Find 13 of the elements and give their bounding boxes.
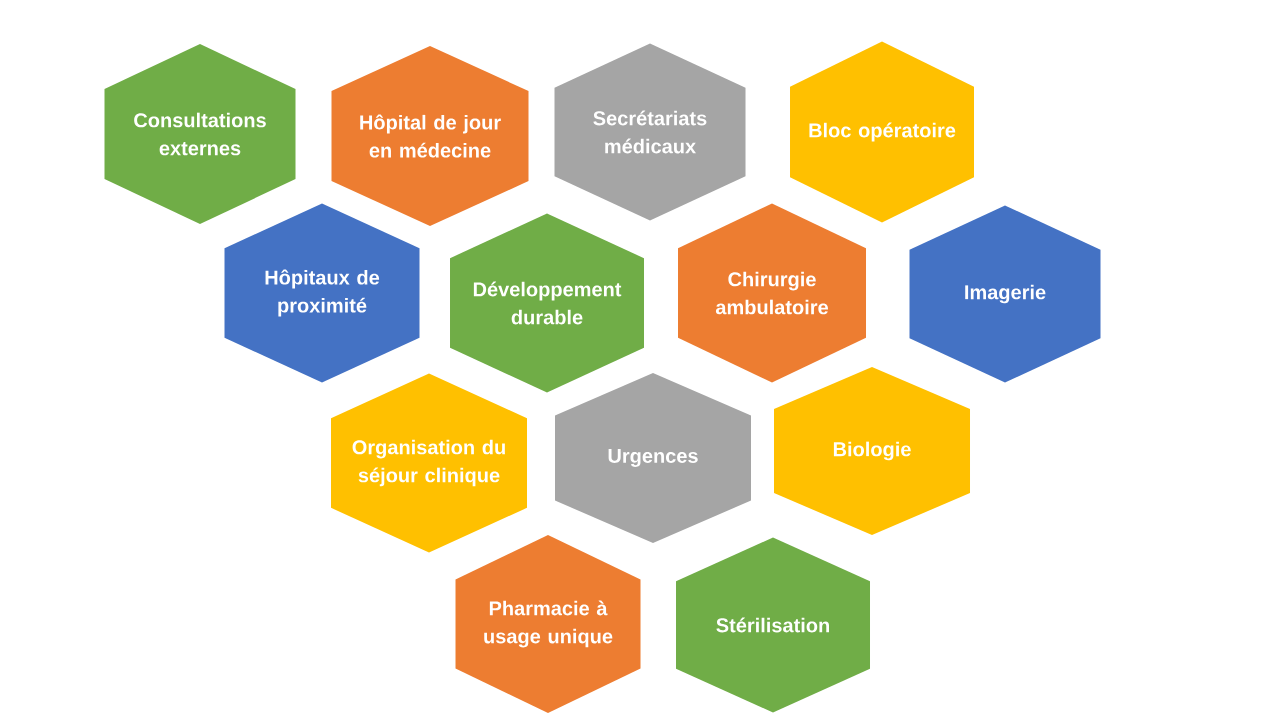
hexagon: Bloc opératoire (790, 41, 974, 223)
hexagon: Chirurgie ambulatoire (678, 203, 866, 383)
hexagon: Développement durable (450, 213, 644, 393)
hexagon: Urgences (555, 373, 751, 543)
hexagon: Consultations externes (104, 44, 296, 224)
hexagon: Imagerie (909, 205, 1101, 383)
hexagon: Pharmacie à usage unique (455, 535, 641, 713)
hexagon: Hôpital de jour en médecine (331, 46, 529, 226)
hexagon: Biologie (774, 367, 970, 535)
hexagon: Hôpitaux de proximité (224, 203, 420, 383)
hexagon: Organisation du séjour clinique (331, 373, 527, 553)
hexagon: Stérilisation (676, 537, 870, 713)
hexagon: Secrétariats médicaux (554, 43, 746, 221)
